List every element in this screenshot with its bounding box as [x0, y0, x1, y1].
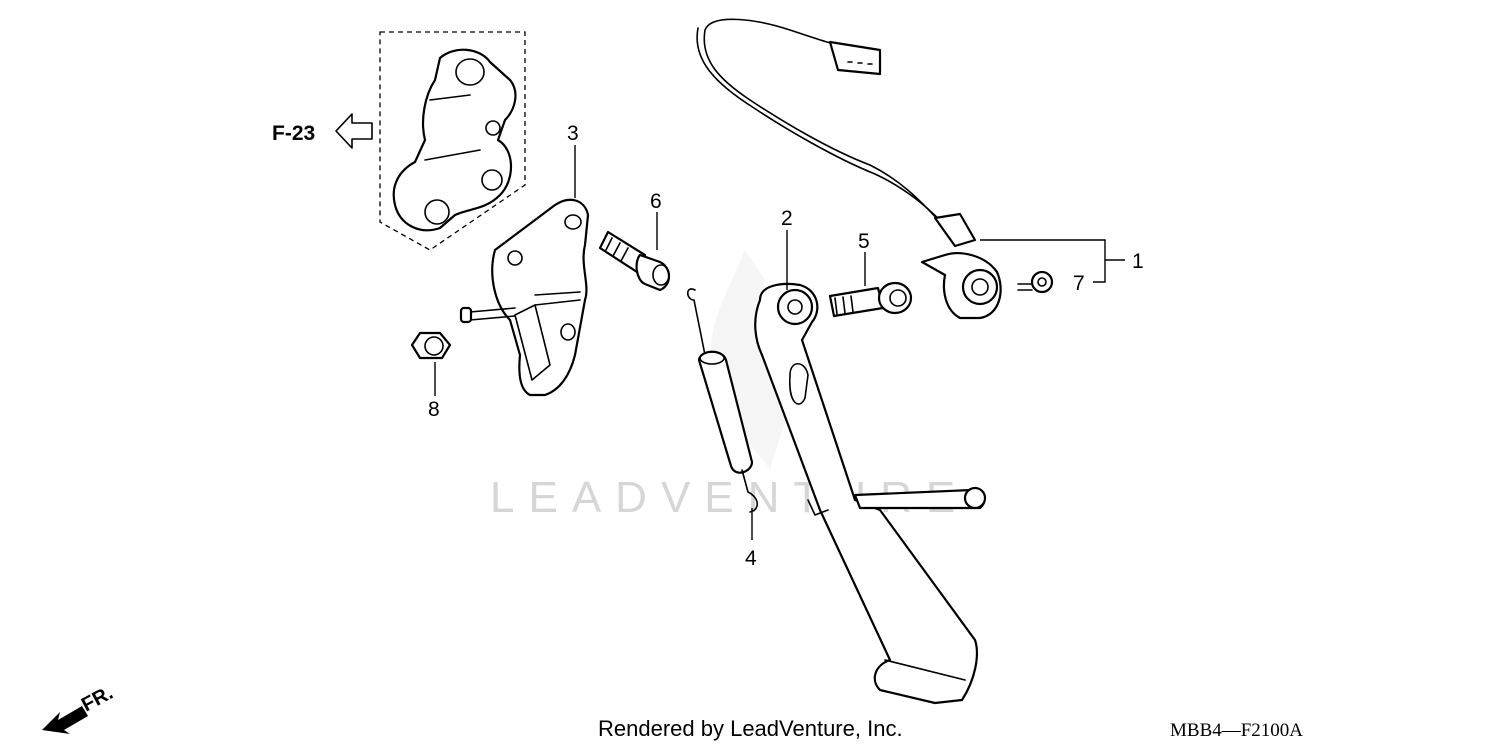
- callout-3: 3: [567, 122, 579, 145]
- pivot-bolt-part-5: [828, 281, 913, 318]
- callout-1: 1: [1132, 250, 1144, 273]
- render-credit: Rendered by LeadVenture, Inc.: [598, 716, 903, 741]
- nut-part-8: [410, 331, 452, 360]
- reference-bracket-part: [379, 31, 526, 251]
- callout-7: 7: [1073, 272, 1085, 295]
- stand-switch-part-1: [696, 18, 1002, 320]
- side-stand-part-2: [754, 282, 987, 705]
- callout-5: 5: [858, 230, 870, 253]
- diagram-code: MBB4—F2100A: [1170, 720, 1304, 741]
- stand-bracket-plate: [459, 198, 590, 397]
- leader-lines: [434, 145, 1125, 540]
- arrow-left-icon: [335, 113, 373, 149]
- callout-6: 6: [650, 190, 662, 213]
- front-direction-arrow-icon: [42, 706, 88, 734]
- reference-label: F-23: [272, 122, 315, 145]
- callout-2: 2: [781, 207, 793, 230]
- callout-4: 4: [745, 547, 757, 570]
- screw-part-7: [1017, 270, 1054, 294]
- bolt-part-6: [598, 230, 671, 292]
- spring-part-4: [686, 288, 759, 513]
- callout-8: 8: [428, 398, 440, 421]
